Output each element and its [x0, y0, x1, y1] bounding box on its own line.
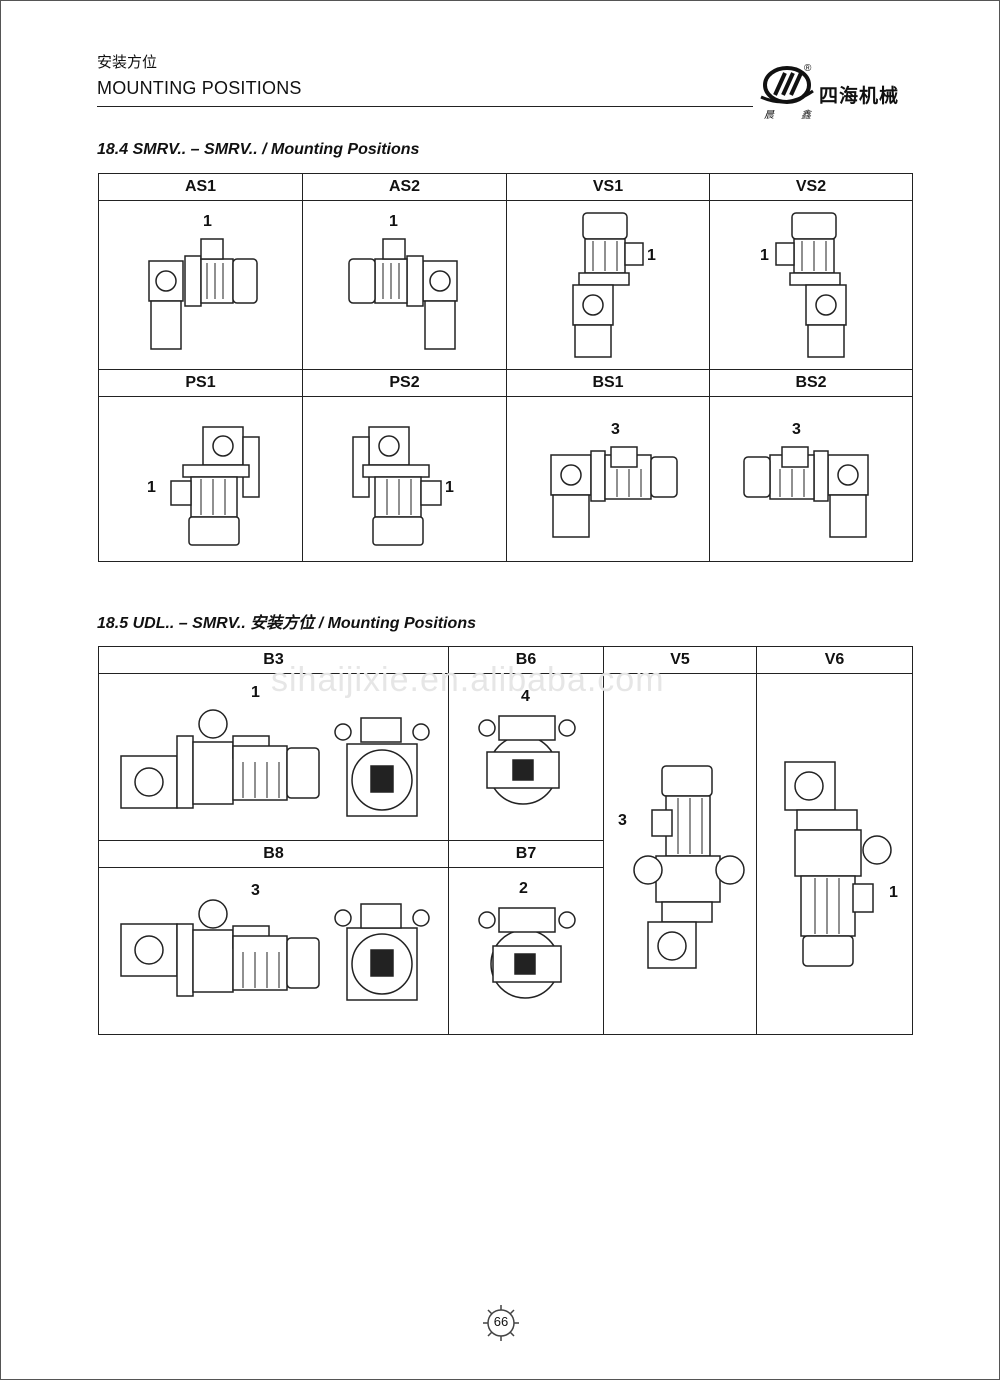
- diagram-vs1: 1: [507, 201, 709, 369]
- cell-label-ps2: PS2: [302, 369, 507, 397]
- diagram-b6: 4: [449, 674, 603, 840]
- diagram-bs1: 3: [507, 397, 709, 561]
- brand-name: 四海机械: [819, 86, 900, 107]
- registered-mark: ®: [804, 63, 812, 74]
- brand-sub-1: 晨: [764, 110, 774, 121]
- diagram-as1: 1: [99, 201, 302, 369]
- variator-gear-motor-diagram-icon: [120, 899, 430, 1001]
- position-number: 3: [251, 882, 260, 899]
- position-number: 1: [445, 479, 454, 496]
- header-title-cn: 安装方位: [97, 54, 158, 71]
- cell-label-b8: B8: [98, 840, 449, 868]
- position-number: 4: [521, 688, 530, 705]
- diagram-b7: 2: [449, 868, 603, 1034]
- gear-motor-diagram-icon: [352, 426, 442, 546]
- diagram-bs2: 3: [710, 397, 912, 561]
- diagram-ps1: 1: [99, 397, 302, 561]
- cell-label-b6: B6: [448, 646, 604, 674]
- variator-gear-motor-diagram-icon: [120, 709, 430, 817]
- cell-label-bs1: BS1: [506, 369, 710, 397]
- diagram-v5: 3: [604, 674, 756, 1034]
- gear-motor-diagram-icon: [348, 238, 458, 350]
- position-number: 1: [889, 884, 898, 901]
- position-number: 3: [792, 421, 801, 438]
- diagram-b8: 3: [99, 868, 448, 1034]
- position-number: 2: [519, 880, 528, 897]
- section-title-18-4: 18.4 SMRV.. – SMRV.. / Mounting Position…: [97, 141, 420, 158]
- cell-label-as1: AS1: [98, 173, 303, 201]
- variator-gear-motor-diagram-icon: [633, 765, 745, 969]
- variator-gear-motor-diagram-icon: [784, 761, 892, 967]
- cell-label-b3: B3: [98, 646, 449, 674]
- gear-motor-diagram-icon: [148, 238, 258, 350]
- cell-label-v6: V6: [756, 646, 913, 674]
- gear-motor-diagram-icon: [743, 446, 869, 538]
- cell-label-vs1: VS1: [506, 173, 710, 201]
- mounting-table-18-4: AS1 AS2 VS1 VS2 1: [98, 173, 913, 562]
- gear-motor-diagram-icon: [775, 212, 847, 358]
- cell-label-bs2: BS2: [709, 369, 913, 397]
- position-number: 1: [251, 684, 260, 701]
- mounting-table-18-5: B3 B6 V5 V6 1: [98, 646, 913, 1035]
- page-number-badge: 66: [481, 1303, 521, 1343]
- cell-label-b7: B7: [448, 840, 604, 868]
- gear-motor-diagram-icon: [550, 446, 678, 538]
- position-number: 1: [647, 247, 656, 264]
- position-number: 3: [611, 421, 620, 438]
- diagram-ps2: 1: [303, 397, 506, 561]
- gear-motor-diagram-icon: [170, 426, 260, 546]
- variator-gear-motor-diagram-icon: [478, 907, 576, 999]
- header-rule: [97, 106, 753, 107]
- position-number: 1: [203, 213, 212, 230]
- header-title-en: MOUNTING POSITIONS: [97, 78, 302, 98]
- gear-icon: [483, 1305, 519, 1341]
- page-number: 66: [493, 1314, 509, 1329]
- position-number: 1: [760, 247, 769, 264]
- brand-logo-icon: [760, 66, 814, 104]
- gear-motor-diagram-icon: [572, 212, 644, 358]
- diagram-v6: 1: [757, 674, 912, 1034]
- cell-label-vs2: VS2: [709, 173, 913, 201]
- brand-sub-2: 鑫: [801, 110, 811, 121]
- cell-label-as2: AS2: [302, 173, 507, 201]
- position-number: 1: [147, 479, 156, 496]
- diagram-vs2: 1: [710, 201, 912, 369]
- section-title-18-5: 18.5 UDL.. – SMRV.. 安装方位 / Mounting Posi…: [97, 615, 477, 632]
- position-number: 3: [618, 812, 627, 829]
- diagram-as2: 1: [303, 201, 506, 369]
- position-number: 1: [389, 213, 398, 230]
- watermark: sihaijixie.en.alibaba.com: [271, 661, 665, 699]
- variator-gear-motor-diagram-icon: [478, 715, 576, 805]
- cell-label-ps1: PS1: [98, 369, 303, 397]
- diagram-b3: 1: [99, 674, 448, 840]
